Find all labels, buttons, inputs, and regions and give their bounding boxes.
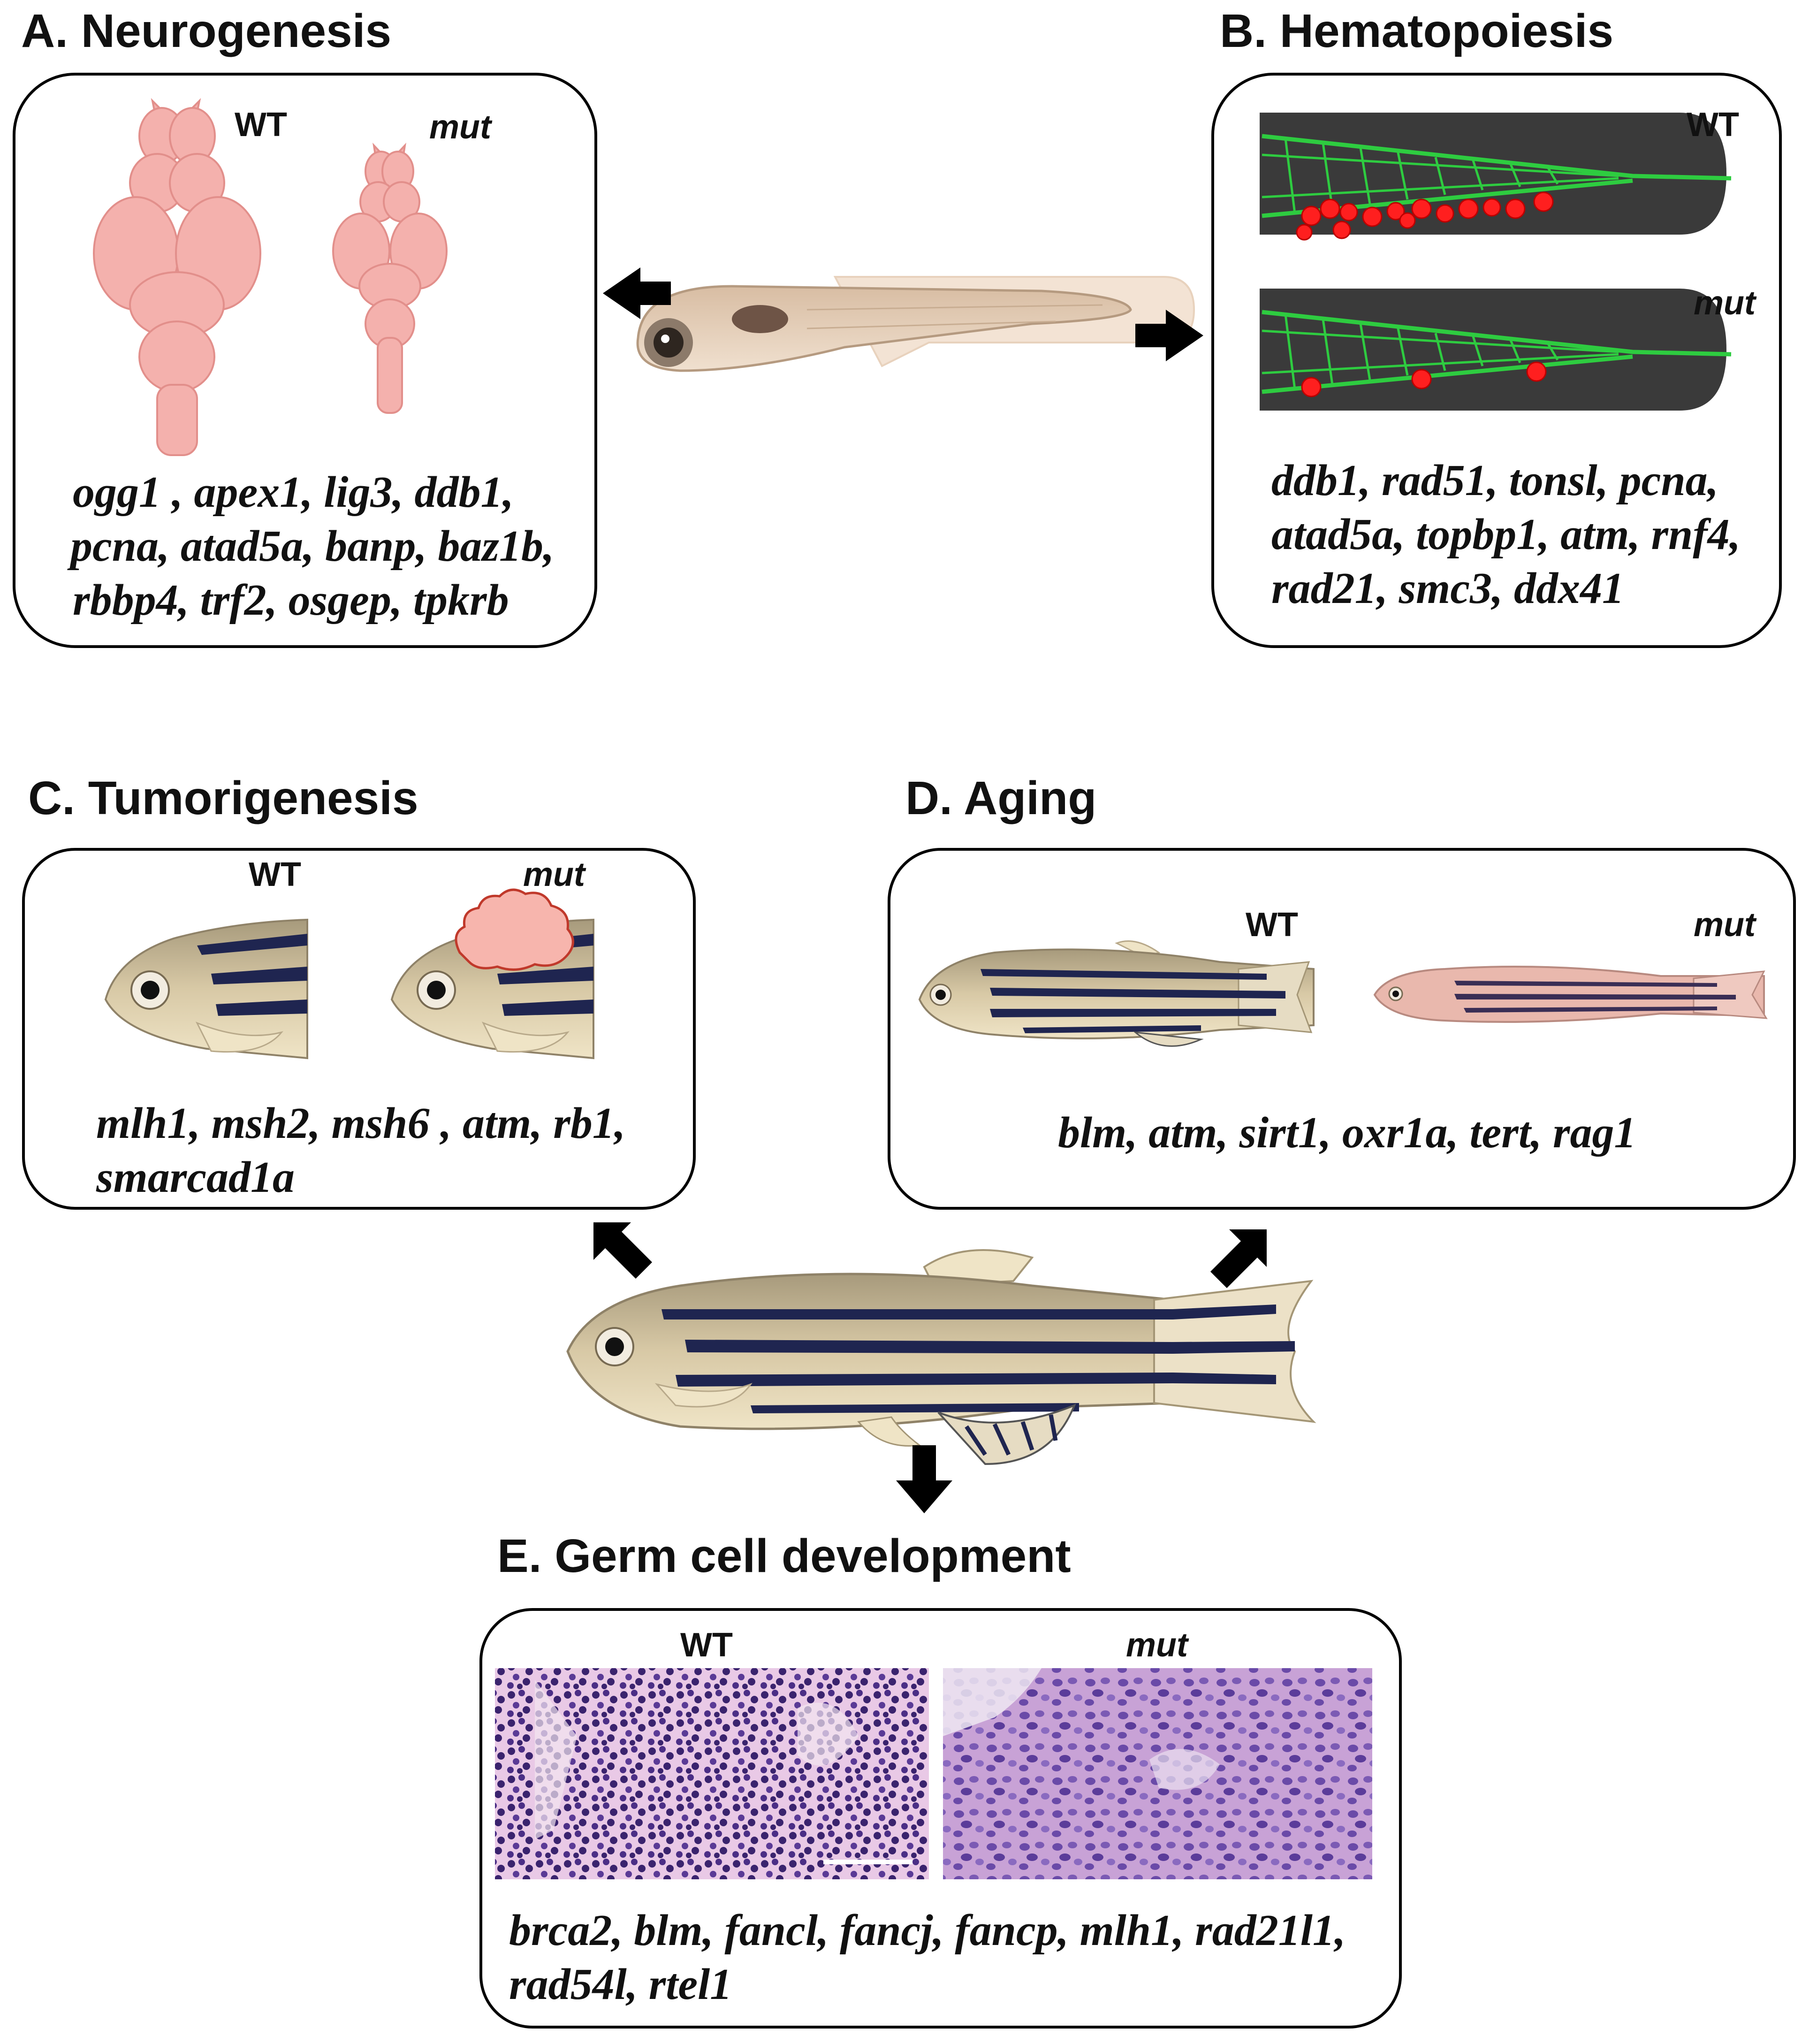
panel-b-title: B. Hematopoiesis (1220, 5, 1613, 57)
panel-a-genes-line: ogg1 , apex1, lig3, ddb1, (73, 468, 514, 517)
panel-a-mut-label: mut (429, 108, 493, 146)
panel-c-mut-label: mut (523, 856, 586, 893)
panel-b-wt-label: WT (1687, 106, 1739, 144)
panel-b-genes-line: ddb1, rad51, tonsl, pcna, (1271, 456, 1718, 505)
arrow-to-panel-a-icon (603, 267, 671, 319)
panel-c-genes: mlh1, msh2, msh6 , atm, rb1, smarcad1a (96, 1099, 637, 1202)
scale-bar (823, 1860, 912, 1864)
panel-b-genes-line: atad5a, topbp1, atm, rnf4, (1271, 510, 1741, 559)
panel-a-genes: ogg1 , apex1, lig3, ddb1, pcna, atad5a, … (67, 468, 565, 625)
panel-c-wt-label: WT (249, 856, 301, 893)
panel-a-wt-label: WT (235, 106, 287, 144)
mut-fish-icon (1373, 966, 1768, 1023)
wt-fish-head-icon (104, 918, 308, 1060)
panel-a-genes-line: rbbp4, trf2, osgep, tpkrb (73, 576, 509, 625)
arrow-to-panel-e-icon (896, 1445, 952, 1513)
panel-b-genes: ddb1, rad51, tonsl, pcna, atad5a, topbp1… (1271, 456, 1752, 613)
panel-c-genes-line: smarcad1a (96, 1153, 295, 1202)
wt-fish-icon (918, 940, 1315, 1047)
arrow-to-panel-c-icon (593, 1222, 652, 1279)
panel-e-genes: brca2, blm, fancl, fancj, fancp, mlh1, r… (509, 1906, 1357, 2009)
tumor-icon (455, 888, 574, 971)
mut-brain-icon (332, 142, 448, 414)
arrow-to-panel-b-icon (1135, 310, 1203, 361)
adult-fish-icon (566, 1249, 1316, 1465)
panel-e-genes-line: rad54l, rtel1 (509, 1960, 732, 2009)
panel-a-genes-line: pcna, atad5a, banp, baz1b, (67, 522, 554, 571)
wt-tail-icon (1260, 113, 1732, 241)
panel-d-wt-label: WT (1246, 906, 1298, 944)
panel-d-mut-label: mut (1694, 906, 1757, 944)
wt-brain-icon (93, 98, 261, 456)
panel-b-genes-line: rad21, smc3, ddx41 (1271, 564, 1624, 613)
panel-c-title: C. Tumorigenesis (28, 772, 418, 824)
panel-d-title: D. Aging (905, 772, 1096, 824)
panel-e-wt-label: WT (680, 1626, 733, 1664)
panel-e-genes-line: brca2, blm, fancl, fancj, fancp, mlh1, r… (509, 1906, 1346, 1955)
arrow-to-panel-d-icon (1210, 1229, 1267, 1288)
panel-b-mut-label: mut (1694, 284, 1757, 322)
panel-c-genes-line: mlh1, msh2, msh6 , atm, rb1, (96, 1099, 625, 1148)
panel-d-box (888, 848, 1796, 1210)
larva-icon (636, 276, 1195, 372)
panel-e-mut-label: mut (1126, 1626, 1189, 1664)
panel-a-title: A. Neurogenesis (21, 5, 391, 57)
panel-e-title: E. Germ cell development (497, 1530, 1071, 1582)
mut-tail-icon (1260, 289, 1732, 411)
panel-d-genes: blm, atm, sirt1, oxr1a, tert, rag1 (1058, 1108, 1636, 1157)
panel-d-genes-line: blm, atm, sirt1, oxr1a, tert, rag1 (1058, 1108, 1636, 1157)
